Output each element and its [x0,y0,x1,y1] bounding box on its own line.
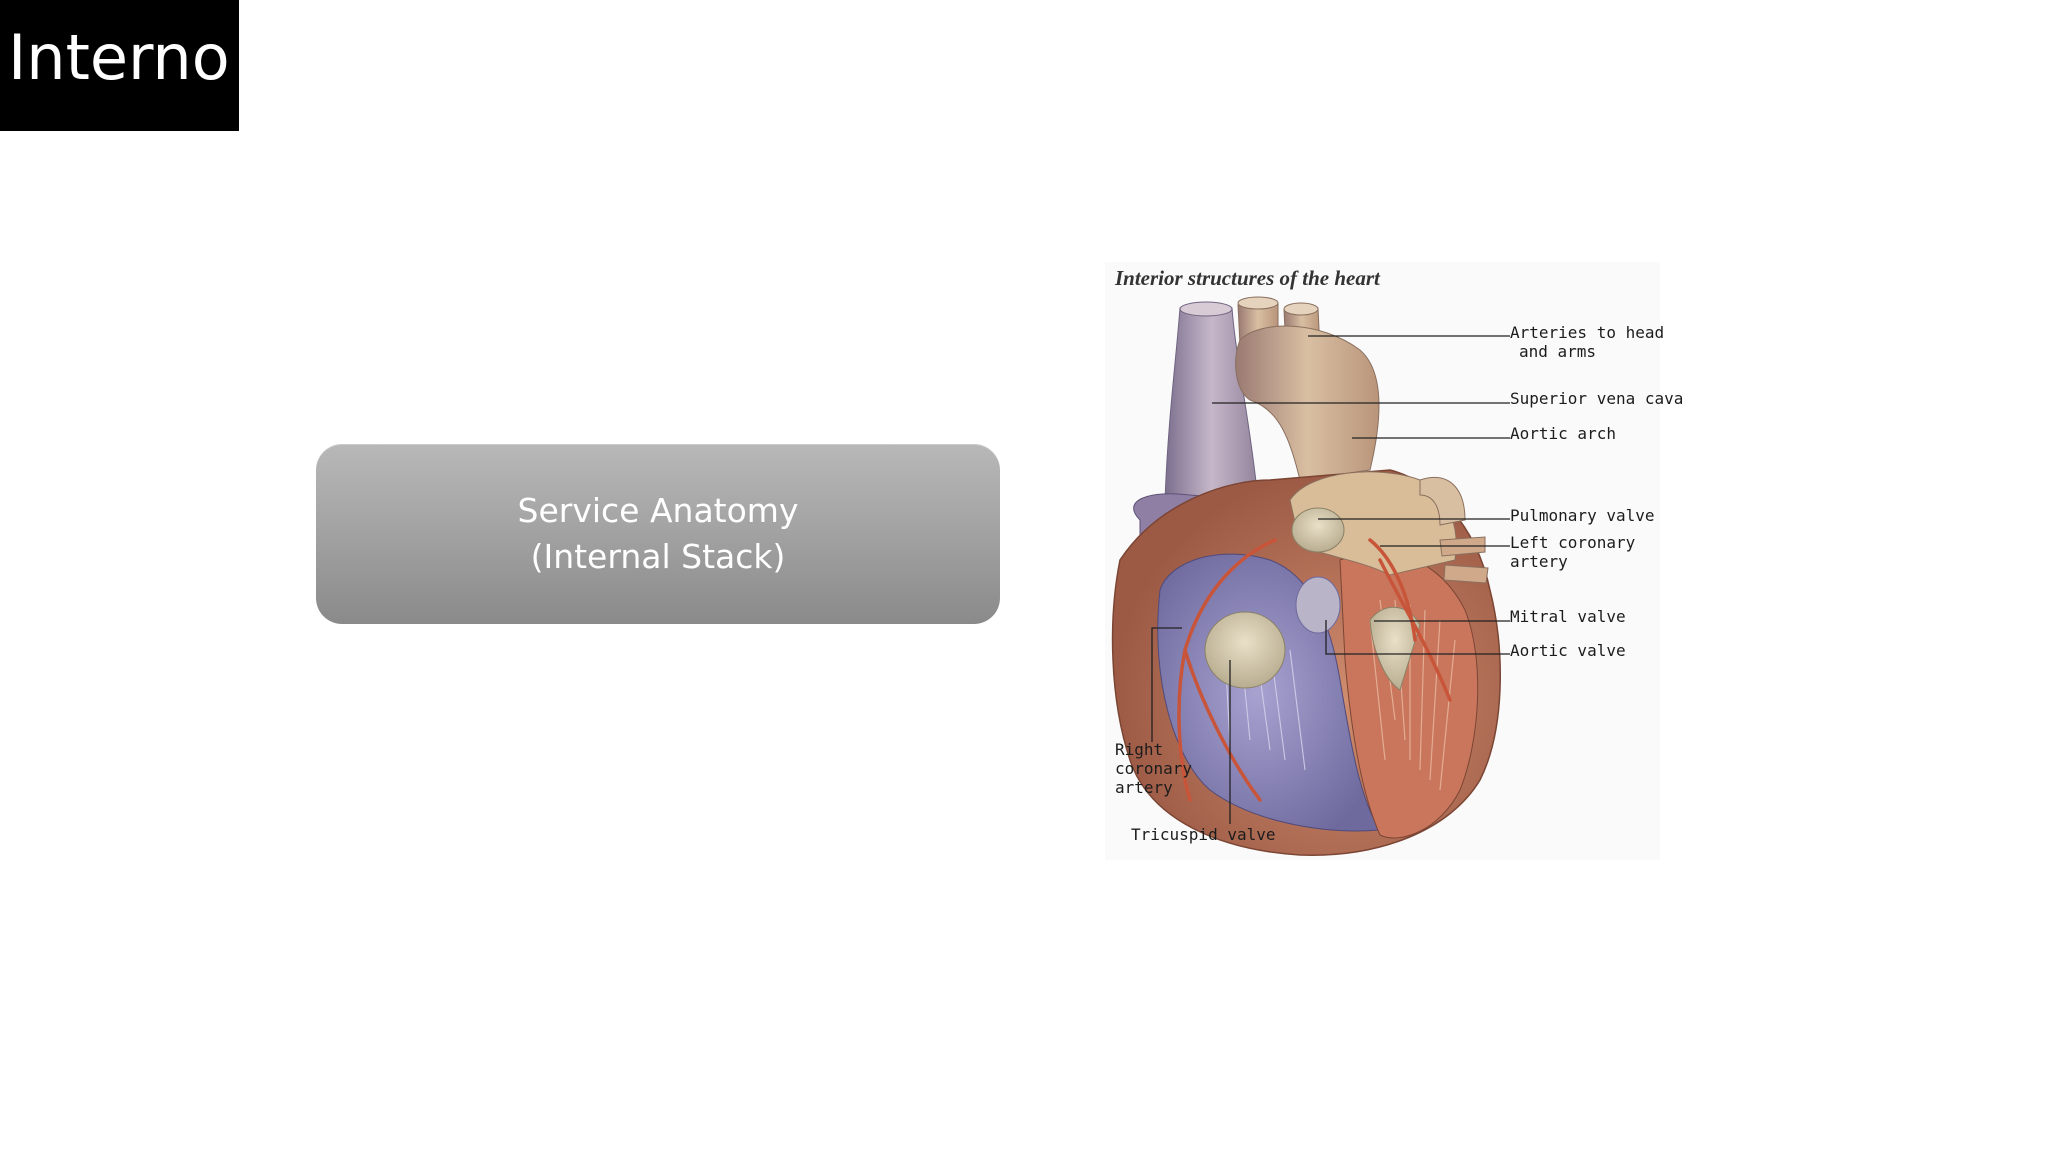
label-aortic-arch: Aortic arch [1510,424,1616,443]
brand-title: Interno [8,21,230,94]
label-mitral-valve: Mitral valve [1510,607,1626,626]
heart-illustration [1105,262,1660,860]
label-left-coronary-artery: Left coronary artery [1510,533,1635,571]
brand-header: Interno [0,0,239,131]
svc-top [1179,301,1233,317]
label-pulmonary-valve: Pulmonary valve [1510,506,1655,525]
label-left-coronary-line1: Left coronary [1510,533,1636,552]
aortic-valve-shape [1295,576,1341,634]
service-box-line1: Service Anatomy [517,491,799,530]
label-superior-vena-cava: Superior vena cava [1510,389,1684,408]
service-box-line2: (Internal Stack) [530,537,786,576]
label-right-coronary-line1: Right [1115,740,1164,759]
coronary-arteries [1177,538,1452,802]
leader-lines [1151,335,1510,824]
label-arteries-line2: and arms [1519,342,1597,361]
pulmonary-artery-stub-2 [1443,564,1489,584]
label-arteries-line1: Arteries to head [1510,323,1665,342]
service-anatomy-box: Service Anatomy (Internal Stack) [316,444,1000,624]
label-right-coronary-line3: artery [1115,778,1173,797]
tricuspid-valve-shape [1204,611,1286,689]
label-right-coronary-line2: coronary [1115,759,1193,778]
label-right-coronary-artery: Right coronary artery [1115,740,1192,797]
label-aortic-valve: Aortic valve [1510,641,1626,660]
label-tricuspid-valve: Tricuspid valve [1131,825,1276,844]
label-arteries-head-arms: Arteries to head and arms [1510,323,1664,361]
mitral-valve-shape [1369,606,1421,691]
pulmonary-valve-shape [1291,507,1345,553]
aorta-stub-right [1419,476,1466,526]
label-left-coronary-line2: artery [1510,552,1568,571]
figure-title: Interior structures of the heart [1115,266,1380,290]
